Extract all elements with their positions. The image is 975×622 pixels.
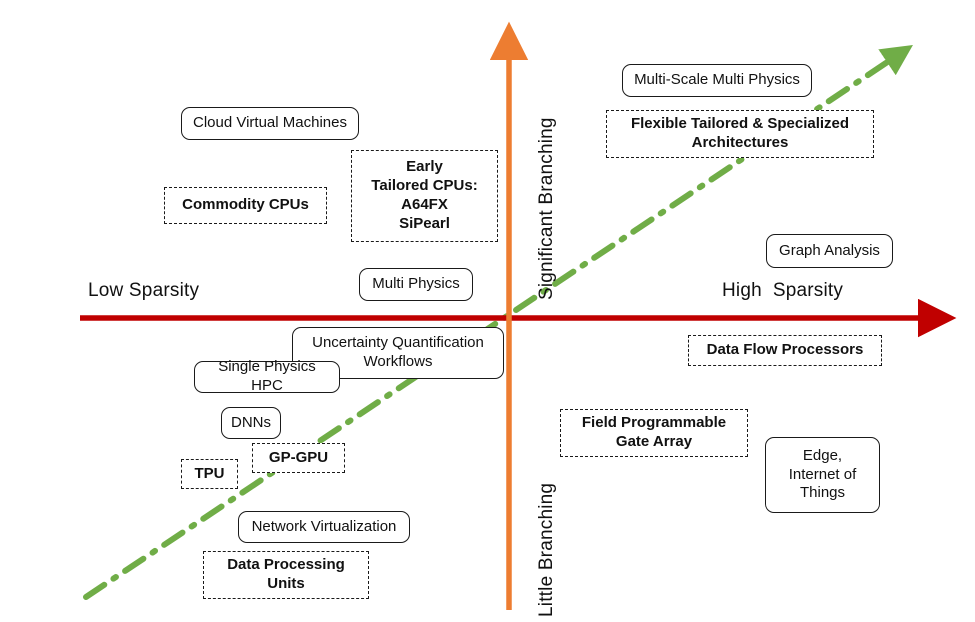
axis-label-high-sparsity: High Sparsity <box>722 280 844 301</box>
node-multi-scale-multi-physics[interactable]: Multi-Scale Multi Physics <box>622 64 812 97</box>
axis-label-significant-branching: Significant Branching <box>536 117 557 300</box>
node-commodity-cpus[interactable]: Commodity CPUs <box>164 187 327 224</box>
node-multi-physics[interactable]: Multi Physics <box>359 268 473 301</box>
node-label-dnns: DNNs <box>231 413 271 431</box>
node-label-single-physics-hpc: Single Physics HPC <box>218 358 316 394</box>
node-label-tpu: TPU <box>194 464 225 482</box>
node-label-cloud-virtual-machines: Cloud Virtual Machines <box>193 114 347 132</box>
node-label-commodity-cpus: Commodity CPUs <box>182 196 309 214</box>
axis-label-little-branching: Little Branching <box>536 482 557 617</box>
node-single-physics-hpc[interactable]: Single Physics HPC <box>194 358 340 394</box>
node-data-flow-processors[interactable]: Data Flow Processors <box>688 335 882 366</box>
node-dnns[interactable]: DNNs <box>221 407 281 439</box>
node-label-multi-scale-multi-physics: Multi-Scale Multi Physics <box>634 71 800 89</box>
node-graph-analysis[interactable]: Graph Analysis <box>766 234 893 268</box>
node-cloud-virtual-machines[interactable]: Cloud Virtual Machines <box>181 107 359 140</box>
node-label-data-flow-processors: Data Flow Processors <box>706 341 864 359</box>
node-label-multi-physics: Multi Physics <box>372 275 460 293</box>
axis-label-low-sparsity: Low Sparsity <box>88 280 200 301</box>
node-label-gp-gpu: GP-GPU <box>268 448 329 466</box>
node-gp-gpu[interactable]: GP-GPU <box>252 443 345 473</box>
node-network-virtualization[interactable]: Network Virtualization <box>238 511 410 543</box>
node-label-graph-analysis: Graph Analysis <box>779 241 880 259</box>
node-label-network-virtualization: Network Virtualization <box>251 517 397 535</box>
node-tpu[interactable]: TPU <box>181 459 238 489</box>
